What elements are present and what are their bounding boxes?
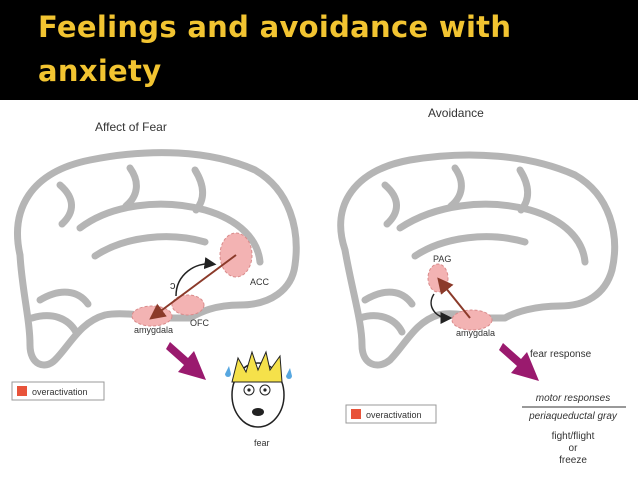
amygdala-label-right: amygdala (456, 328, 495, 338)
left-panel: Affect of Fear ↄ ACC OFC amygdala (11, 120, 300, 448)
fear-response-label: fear response (530, 349, 592, 360)
freeze-label: freeze (559, 455, 587, 466)
face-caption: fear (254, 438, 270, 448)
ofc-label: OFC (190, 318, 209, 328)
acc-label: ACC (250, 277, 270, 287)
slide-title-bar: Feelings and avoidance with anxiety (0, 0, 638, 100)
frightened-face-icon (225, 350, 292, 428)
brain-outline-left (14, 149, 300, 369)
amygdala-label-left: amygdala (134, 325, 173, 335)
acc-amygdala-connection (149, 254, 237, 320)
periaqueductal-gray-label: periaqueductal gray (528, 411, 618, 422)
pag-label: PAG (433, 254, 451, 264)
slide-title-line-1: Feelings and avoidance with (38, 10, 512, 44)
left-heading: Affect of Fear (95, 120, 167, 134)
arrow-down-right-icon (166, 342, 206, 380)
inhibition-glyph-left: ↄ (170, 280, 176, 292)
legend-swatch-icon-right (351, 409, 361, 419)
right-panel: Avoidance PAG amygdala fear response ove… (337, 106, 626, 466)
legend-label-left: overactivation (32, 387, 88, 397)
or-label: or (569, 443, 579, 454)
slide-title-line-2: anxiety (38, 54, 162, 88)
amygdala-highlight-right (451, 309, 493, 331)
diagram-canvas: Affect of Fear ↄ ACC OFC amygdala (11, 106, 626, 466)
modulation-arrow-right (430, 293, 453, 324)
arrow-down-right-icon-right (499, 343, 539, 381)
legend-box-right (345, 404, 437, 424)
legend-swatch-icon (17, 386, 27, 396)
legend-label-right: overactivation (366, 410, 422, 420)
brain-outline-right (337, 151, 619, 369)
amygdala-highlight-left (131, 305, 173, 327)
modulation-arrow-left (175, 257, 217, 297)
fight-flight-label: fight/flight (552, 431, 595, 442)
amygdala-pag-connection (437, 277, 471, 319)
motor-responses-label: motor responses (536, 393, 610, 404)
legend-box-left (11, 381, 105, 401)
right-heading: Avoidance (428, 106, 484, 120)
ofc-highlight (171, 294, 205, 316)
